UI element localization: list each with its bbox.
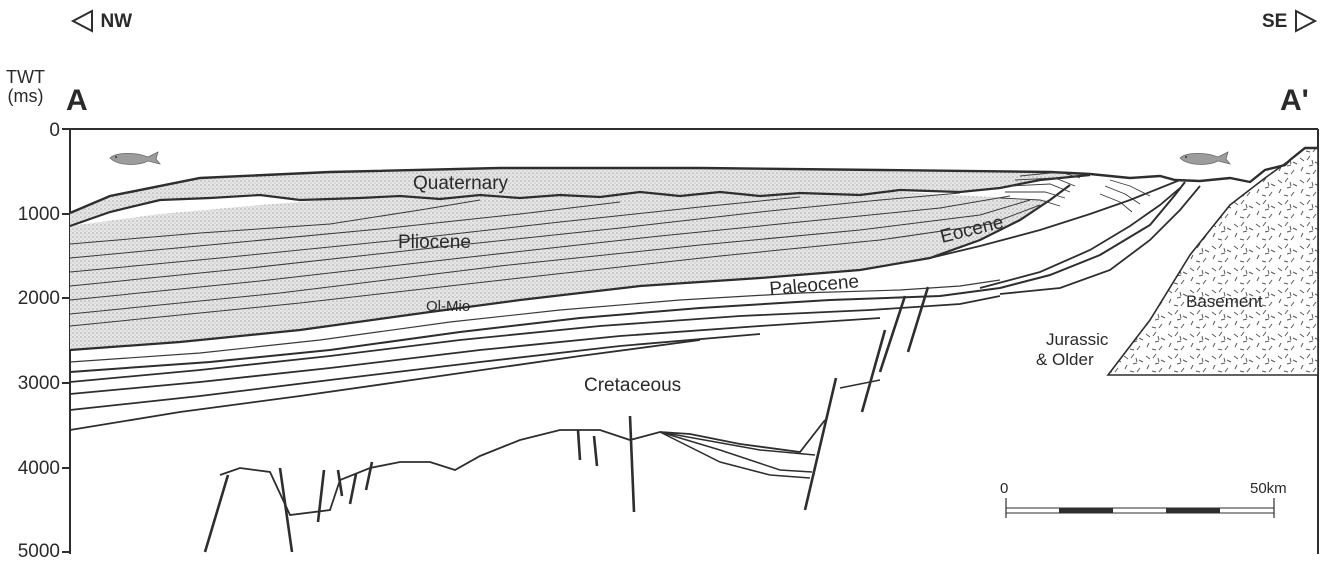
fish-icon — [1180, 152, 1230, 164]
cretaceous-base — [220, 420, 825, 515]
pliocene-layer — [70, 188, 1050, 350]
fish-icon — [110, 152, 160, 164]
scale-label-start: 0 — [1000, 480, 1008, 497]
basement-body — [1108, 148, 1318, 375]
label-jurassic-line1: Jurassic — [1046, 330, 1109, 349]
cretaceous-basin-fill — [660, 380, 880, 478]
scale-bar: 0 50km — [1000, 480, 1287, 518]
label-ol-mio: Ol-Mio — [426, 298, 470, 315]
label-quaternary: Quaternary — [413, 173, 509, 194]
label-pliocene: Pliocene — [398, 232, 471, 253]
label-jurassic-line2: & Older — [1036, 350, 1094, 369]
label-basement: Basement — [1186, 292, 1263, 311]
scale-label-end: 50km — [1250, 480, 1287, 497]
label-cretaceous: Cretaceous — [584, 375, 681, 396]
